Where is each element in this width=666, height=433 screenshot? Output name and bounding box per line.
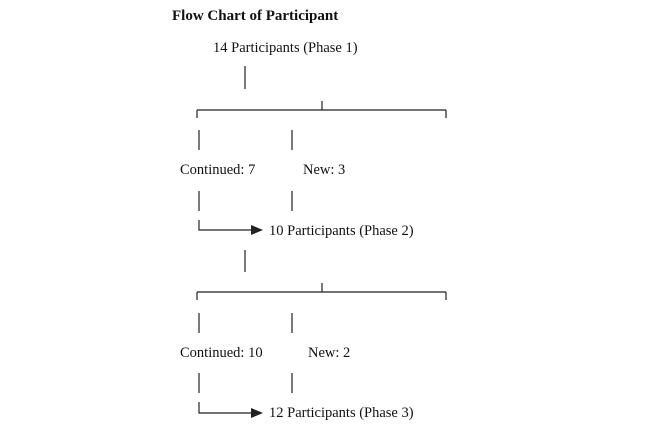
phase1-continued-count: Continued: 7 (180, 162, 256, 178)
phase1-participants: 14 Participants (Phase 1) (213, 40, 358, 56)
phase2-continued-count: Continued: 10 (180, 345, 263, 361)
phase3-participants: 12 Participants (Phase 3) (269, 405, 414, 421)
elbow-arrow-phase2 (198, 220, 252, 231)
arrowhead-phase3 (251, 408, 263, 418)
arrowhead-phase2 (251, 225, 263, 235)
phase2-new-count: New: 2 (308, 345, 351, 361)
elbow-arrow-phase3 (198, 402, 252, 414)
diagram-title: Flow Chart of Participant (172, 8, 339, 24)
phase1-new-count: New: 3 (303, 162, 346, 178)
phase2-participants: 10 Participants (Phase 2) (269, 223, 414, 239)
